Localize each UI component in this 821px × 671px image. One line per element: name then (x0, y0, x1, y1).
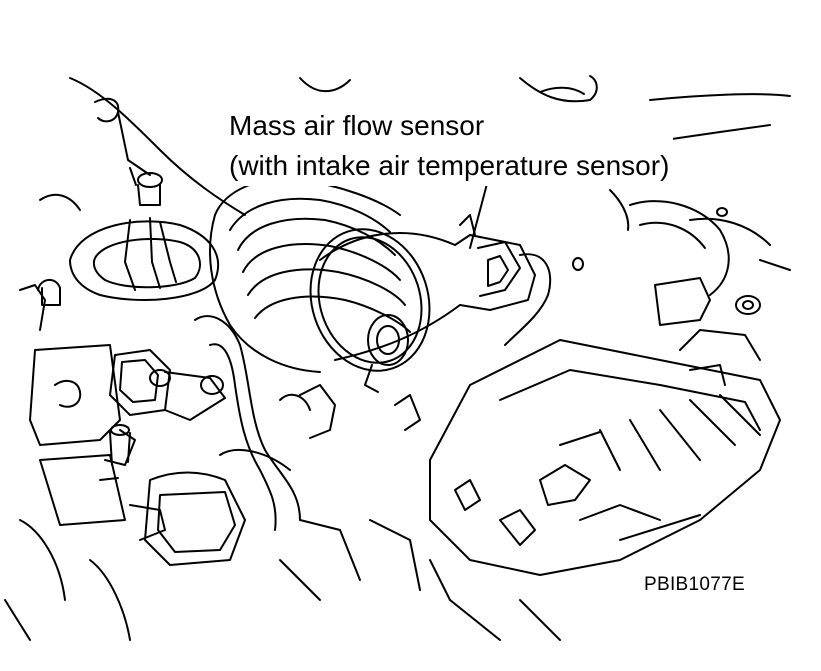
throttle-linkage (104, 349, 226, 466)
coolant-hose (129, 315, 421, 566)
callout-leader-line (469, 179, 489, 249)
figure-code: PBIB1077E (644, 574, 745, 595)
mass-air-flow-sensor (309, 214, 552, 393)
intake-manifold (429, 329, 781, 641)
callout-line-2: (with intake air temperature sensor) (229, 150, 670, 181)
top-engine-contours (69, 75, 791, 216)
callout-line-1: Mass air flow sensor (229, 110, 485, 141)
right-engine-hardware (572, 189, 791, 326)
left-reservoir (19, 167, 220, 331)
left-bracket-plate (29, 344, 126, 526)
mass-air-flow-sensor-callout: Mass air flow sensor (with intake air te… (229, 106, 674, 186)
lower-left-details (4, 519, 421, 641)
